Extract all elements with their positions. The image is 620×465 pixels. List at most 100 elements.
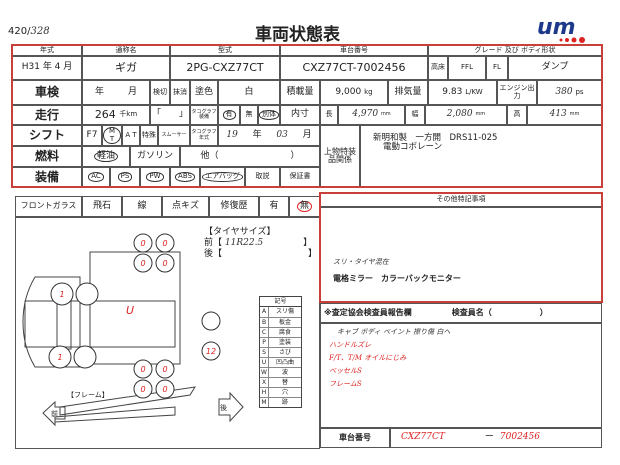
kengiri: 検切 (150, 80, 170, 105)
disp-label: 排気量 (388, 80, 428, 105)
year-unit: 年 (94, 86, 104, 97)
shift-smoother: スムーサー (158, 125, 190, 146)
tire-front: 11R22.5 (224, 238, 264, 248)
tire-mark: 1 (59, 290, 64, 299)
month-unit: 月 (127, 86, 137, 97)
legend-meaning: 波 (281, 369, 288, 376)
notes-line: 電格ミラー カラーバックモニター (333, 273, 461, 283)
company-logo: um (535, 14, 595, 44)
legend-code: W (260, 368, 269, 377)
shift-mt: M T (102, 125, 122, 146)
tire-mark: 0 (162, 259, 167, 268)
legend-row: U 凹凸曲 (260, 357, 301, 367)
legend-meaning: 替 (281, 379, 288, 386)
fuel-diesel: 軽油 (82, 146, 130, 167)
equip-warranty: 保証書 (280, 167, 320, 187)
h-model: 型式 (170, 45, 280, 56)
tire-mark: 0 (140, 385, 145, 394)
legend-title: 記号 (260, 297, 301, 307)
front-arrow-icon (42, 400, 66, 427)
page-title: 車両状態表 (255, 25, 340, 45)
report-line: キャブ ボディ ペイント 擦り傷 白ヘ (337, 328, 451, 336)
legend-meaning: 凹凸曲 (275, 359, 294, 366)
tire-size: 【タイヤサイズ】 前【 11R22.5】 後【】 (204, 227, 318, 259)
mileage-value: 264 千km (82, 105, 150, 125)
legend-meaning: スリ傷 (275, 308, 294, 315)
tire-title: 【タイヤサイズ】 (204, 227, 276, 237)
wid-value: 2,080 mm (425, 105, 507, 125)
load-label: 積載量 (280, 80, 320, 105)
fl: FL (486, 56, 508, 80)
tacho-ari: 有 (218, 105, 240, 125)
shift-label: シフト (12, 125, 82, 146)
rear-arrow-icon (218, 391, 244, 423)
mileage-label: 走行 (12, 105, 82, 125)
legend-code: X (260, 378, 269, 387)
equip-pw: PW (140, 167, 170, 187)
h-year: 年式 (12, 45, 82, 56)
tire-mark: 0 (140, 239, 145, 248)
body-type: ダンプ (508, 56, 602, 80)
hei-label: 高 (507, 105, 527, 125)
equip-label: 装備 (12, 167, 82, 187)
name-value: ギガ (82, 56, 170, 80)
legend-code: A (260, 307, 269, 317)
glass-ari: 有 (259, 196, 289, 217)
legend-code: B (260, 318, 269, 327)
equip-ac: AC (82, 167, 110, 187)
tacho-betsu: 別体 (258, 105, 280, 125)
legend-code: H (260, 388, 269, 397)
legend-meaning: 塗装 (278, 339, 291, 346)
upper-content: 新明和製 一方開 DRS11-025 電動コボレーン (360, 125, 602, 187)
notes-title: その他特記事項 (320, 193, 602, 207)
shift-f: F7 (82, 125, 102, 146)
shift-special: 特殊 (140, 125, 158, 146)
hei-value: 413 mm (527, 105, 602, 125)
model-value: 2PG-CXZ77CT (170, 56, 280, 80)
legend-meaning: 跡 (281, 399, 288, 406)
tire-mark: 0 (140, 365, 145, 374)
h-chassis: 車台番号 (280, 45, 428, 56)
upper-label: 上物特装品関係 (320, 125, 360, 187)
glass-point: 点キズ (162, 196, 209, 217)
diagram-area (15, 217, 320, 449)
inspection-date: 年月 (82, 80, 150, 105)
ffl: FFL (448, 56, 486, 80)
color-value: 白 (218, 80, 280, 105)
glass-label: フロントガラス (15, 196, 82, 217)
power-value: 380 ps (537, 80, 602, 105)
tire-mark: 0 (162, 365, 167, 374)
chassis-value: CXZ77CT-7002456 (280, 56, 428, 80)
legend-code: U (260, 358, 269, 367)
inspection-label: 車検 (12, 80, 82, 105)
power-label: エンジン出力 (497, 80, 537, 105)
notes-content: スリ・タイヤ混在 電格ミラー カラーバックモニター (320, 207, 602, 302)
fuel-label: 燃料 (12, 146, 82, 167)
upper-line: 新明和製 一方開 DRS11-025 (373, 133, 498, 143)
body-mark: U (126, 304, 134, 317)
report-line: F/T、T/M オイルにじみ (329, 354, 407, 362)
equip-manual: 取説 (245, 167, 280, 187)
tire-mark: 0 (140, 259, 145, 268)
ref-number: 420/328 (8, 26, 50, 37)
cab (22, 276, 81, 368)
glass-repair: 修復歴 (209, 196, 259, 217)
wid-label: 幅 (405, 105, 425, 125)
equip-ps: PS (110, 167, 140, 187)
upper-line: 電動コボレーン (383, 141, 443, 152)
tire-mark: 12 (206, 347, 216, 356)
front-arrow-label: 前 (51, 409, 58, 418)
rear-arrow-label: 後 (220, 403, 227, 412)
glass-nashi: 無 (289, 196, 320, 217)
legend-meaning: 腐食 (278, 329, 291, 336)
glass-chip: 飛石 (82, 196, 122, 217)
